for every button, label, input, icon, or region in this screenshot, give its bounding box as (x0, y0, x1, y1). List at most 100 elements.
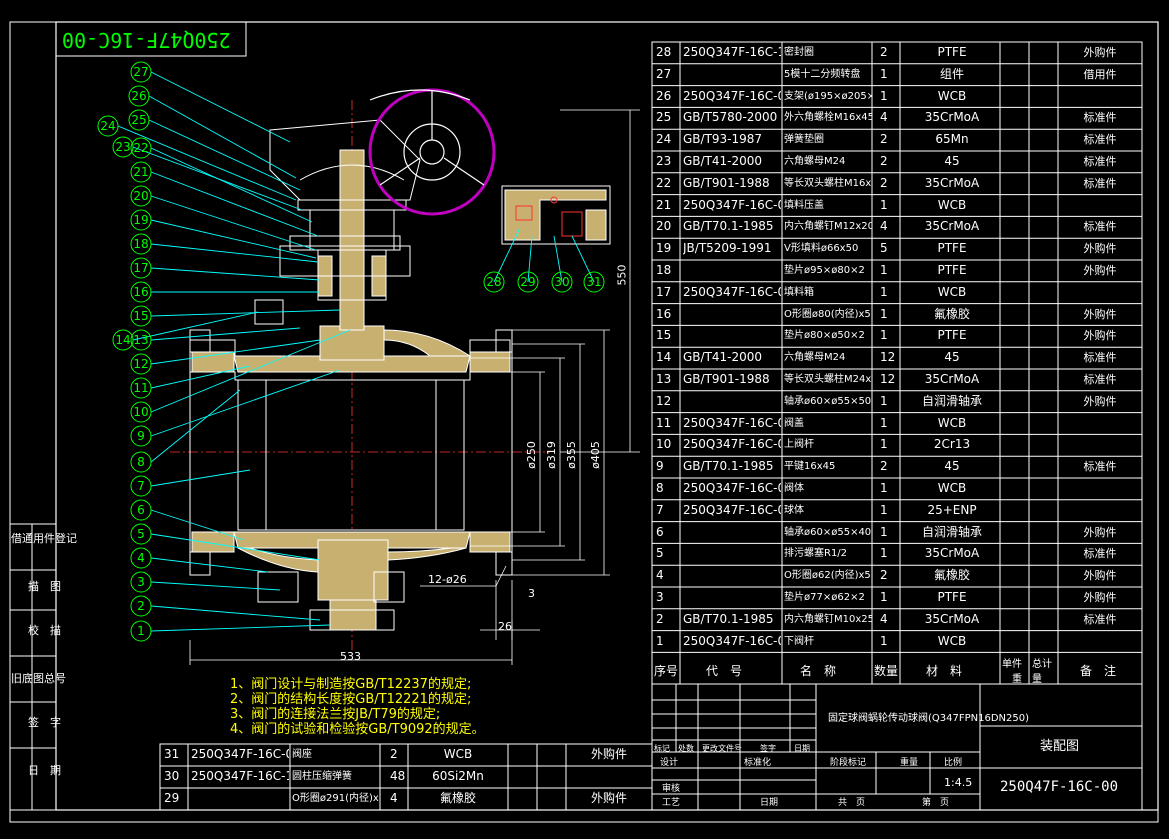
bom-cell-qty: 12 (880, 372, 896, 386)
bom-cell-qty: 2 (390, 747, 398, 761)
bom-cell-code: 250Q347F-16C-0 (683, 284, 781, 299)
bom-cell-name: 六角螺母M24 (784, 352, 846, 364)
bom-cell-no: 12 (656, 393, 672, 408)
bom-cell-qty: 1 (880, 66, 888, 81)
bom-cell-name: O形圈ø80(内径)x5.7 (784, 308, 872, 320)
bom-cell-no: 8 (656, 481, 664, 495)
balloon-label: 12 (133, 357, 149, 371)
bom-cell-material: WCB (937, 284, 967, 299)
bom-cell-name: 填料箱 (784, 286, 814, 298)
bom-cell-code: JB/T5209-1991 (683, 241, 772, 256)
bom-cell-qty: 1 (880, 415, 888, 430)
bom-cell-code: GB/T70.1-1985 (683, 459, 774, 474)
bom-cell-material: 45 (944, 154, 960, 168)
bom-cell-code: 250Q347F-16C-0 (683, 633, 781, 648)
bom-cell-note: 外购件 (1083, 242, 1117, 256)
tb-date: 日期 (794, 744, 810, 753)
bom-cell-material: PTFE (937, 328, 967, 343)
bom-cell-name: 轴承ø60×ø55×50 (784, 395, 872, 407)
bom-cell-code (683, 565, 781, 586)
balloon-circle (130, 620, 152, 642)
balloon-circle (130, 257, 152, 279)
bom-cell-qty: 1 (880, 393, 888, 408)
bom-cell-no: 23 (656, 154, 672, 168)
bom-cell-code: 250Q347F-16C-0 (683, 415, 781, 430)
bom-cell-code: GB/T41-2000 (683, 350, 763, 365)
bom-cell-name: 等长双头螺柱M16x85 (784, 177, 872, 189)
bom-cell-note: 标准件 (1083, 220, 1117, 234)
bom-cell-no: 22 (656, 175, 672, 190)
balloon-circle (130, 451, 152, 473)
bom-cell-name: 阀盖 (784, 417, 804, 429)
bom-cell-no: 6 (656, 524, 664, 539)
balloon-label: 8 (137, 455, 145, 469)
bom-cell-qty: 5 (880, 241, 888, 256)
balloon-circle (128, 85, 150, 107)
bom-cell-no: 13 (656, 372, 672, 386)
note-line: 3、阀门的连接法兰按JB/T79的规定; (230, 707, 441, 722)
bom-header-weight: 重 量 (1012, 674, 1042, 685)
note-line: 1、阀门设计与制造按GB/T12237的规定; (230, 677, 472, 692)
bom-cell-material: WCB (937, 88, 967, 103)
balloon-label: 23 (115, 140, 131, 154)
bom-cell-no: 11 (656, 415, 672, 430)
bom-cell-material: WCB (443, 747, 473, 761)
drawing-number: 250Q47F-16C-00 (1000, 779, 1119, 795)
bom-cell-code: 250Q347F-16C-1 (683, 45, 781, 59)
balloon-label: 4 (137, 551, 145, 565)
bom-cell-qty: 4 (390, 791, 398, 805)
balloon-label: 14 (115, 333, 131, 347)
balloon-label: 6 (137, 503, 145, 517)
leader-line (150, 171, 319, 237)
bom-cell-name: 垫片ø80×ø50×2 (784, 330, 865, 342)
bom-cell-code: 250Q347F-16C-0 (191, 747, 289, 761)
bom-cell-qty: 2 (880, 154, 888, 168)
bom-header-total-wt: 总计 (1032, 659, 1052, 670)
balloon-circle (130, 571, 152, 593)
balloon-label: 20 (133, 189, 149, 203)
bom-cell-code (683, 64, 781, 85)
bom-cell-no: 18 (656, 263, 672, 277)
bom-cell-material: WCB (937, 415, 967, 430)
bom-cell-code: GB/T70.1-1985 (683, 611, 774, 626)
bom-cell-note: 标准件 (1083, 133, 1117, 147)
bom-cell-qty: 1 (880, 481, 888, 495)
balloon-label: 25 (131, 113, 147, 127)
leader-line (150, 195, 317, 251)
balloon-circle (130, 401, 152, 423)
scale-value: 1:4.5 (944, 776, 973, 789)
leader-line (150, 327, 301, 341)
bom-cell-no: 29 (164, 791, 180, 805)
bom-cell-material: 自润滑轴承 (921, 524, 982, 539)
bom-cell-material: 氟橡胶 (933, 306, 970, 321)
bom-cell-material: PTFE (937, 45, 967, 59)
bom-cell-note: 标准件 (1083, 547, 1117, 561)
bom-cell-name: 支架(ø195×ø205×115) (784, 90, 872, 102)
bom-cell-qty: 1 (880, 524, 888, 539)
balloon-circle (130, 475, 152, 497)
bom-cell-qty: 2 (880, 175, 888, 190)
leader-line (150, 219, 317, 259)
bom-cell-qty: 1 (880, 328, 888, 343)
bom-cell-material: 45 (944, 350, 960, 365)
bom-cell-name: 排污螺塞R1/2 (784, 548, 848, 560)
bom-cell-note: 外购件 (1083, 264, 1117, 277)
bom-cell-code (683, 587, 781, 608)
balloon-label: 26 (131, 89, 147, 103)
bom-cell-qty: 1 (880, 502, 888, 517)
bom-cell-name: 5模十二分频转盘 (784, 68, 861, 80)
leader-line (150, 509, 245, 541)
bom-cell-material: 组件 (939, 66, 964, 81)
bom-cell-name: 内六角螺钉M10x25 (784, 613, 872, 625)
bom-cell-note: 标准件 (1083, 460, 1117, 474)
leader-line (150, 369, 341, 437)
balloon-label: 15 (133, 309, 149, 323)
bom-header-unit-wt: 单件 (1002, 659, 1022, 670)
balloon-label: 29 (520, 275, 536, 289)
margin-label: 借通用件登记 (11, 532, 77, 545)
balloon-label: 30 (554, 275, 570, 289)
bom-cell-note: 外购件 (1083, 307, 1117, 321)
bom-cell-qty: 1 (880, 546, 888, 561)
bom-cell-code: GB/T5780-2000 (683, 110, 778, 125)
dim-d250: ø250 (524, 441, 538, 469)
